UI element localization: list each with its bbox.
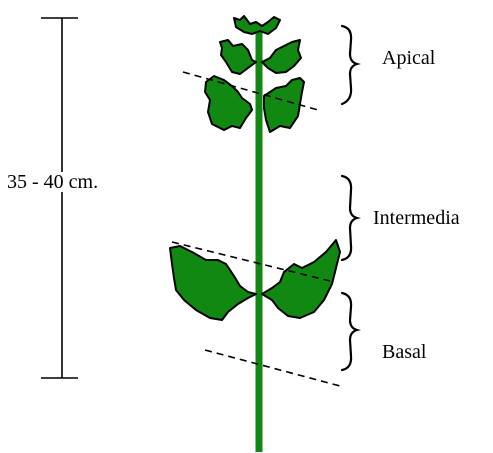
intermedia-region-label: Intermedia <box>373 208 460 228</box>
brace-basal <box>342 293 357 370</box>
apical-region-label: Apical <box>382 48 435 68</box>
apical-lower-leaf-right <box>264 78 304 132</box>
height-measurement-label: 35 - 40 cm. <box>6 172 99 192</box>
divider-basal <box>205 350 340 386</box>
apical-middle-leaf-left <box>220 40 256 74</box>
region-braces <box>342 26 357 370</box>
lower-leaf-left <box>170 246 256 320</box>
lower-leaf-right <box>262 240 340 318</box>
apical-lower-leaf-left <box>205 76 252 130</box>
brace-apical <box>342 26 357 104</box>
apical-middle-leaf-right <box>262 40 301 73</box>
apical-top-leaf-pair <box>234 16 280 34</box>
apical-leaves <box>205 16 304 132</box>
brace-intermedia <box>342 176 357 260</box>
basal-region-label: Basal <box>382 342 426 362</box>
height-scale-bar <box>41 18 78 378</box>
intermediate-leaves <box>170 240 340 320</box>
